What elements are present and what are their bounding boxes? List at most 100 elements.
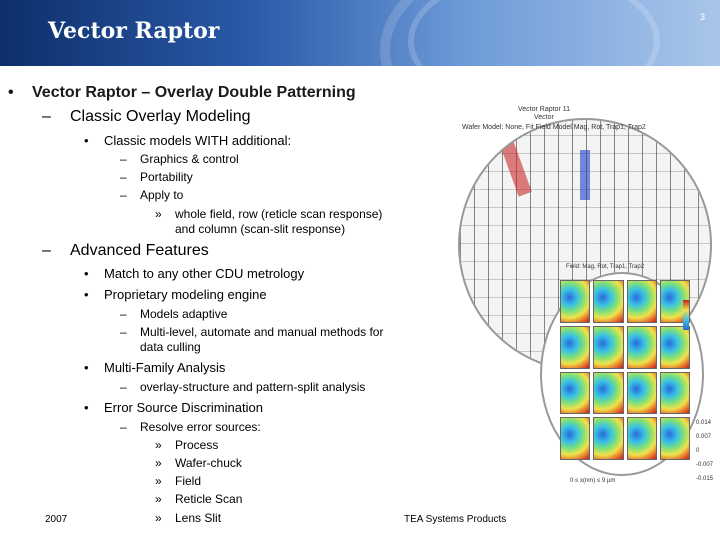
brand-label: TEA Systems — [624, 84, 704, 97]
field-heatmap-cell — [593, 371, 624, 415]
field-heatmap-cell — [560, 371, 591, 415]
field-heatmap-cell — [593, 417, 624, 460]
source-item-3: » Field — [155, 474, 201, 488]
dash-mark: – — [42, 242, 51, 259]
error-source-text: Error Source Discrimination — [104, 400, 263, 415]
classic-heading-text: Classic Overlay Modeling — [70, 108, 251, 125]
source-text: Process — [175, 438, 219, 452]
multifamily-sub-text: overlay-structure and pattern-split anal… — [140, 380, 366, 394]
bullet-mark: • — [84, 133, 89, 148]
dash-mark: – — [120, 188, 127, 202]
dash-mark: – — [120, 420, 127, 434]
apply-to-line-2: and column (scan-slit response) — [175, 222, 346, 236]
field-heatmap-grid — [560, 280, 690, 460]
field-heatmap-cell — [560, 325, 591, 369]
field-heatmap-cell — [659, 417, 690, 460]
classic-sub-text: Classic models WITH additional: — [104, 133, 292, 148]
scale-label: 0.007 — [696, 434, 712, 440]
banner-decoration-2 — [408, 0, 660, 66]
classic-sub: • Classic models WITH additional: — [84, 133, 291, 148]
classic-item-1: –Graphics & control — [120, 152, 239, 166]
footer-year: 2007 — [45, 514, 68, 525]
bullet-mark: • — [84, 400, 89, 415]
field-heatmap-cell — [560, 280, 591, 323]
bullet-mark: • — [84, 266, 89, 281]
source-text: Reticle Scan — [175, 492, 243, 506]
multifamily-sub: –overlay-structure and pattern-split ana… — [120, 380, 365, 394]
classic-item-text: Portability — [140, 170, 193, 184]
title-banner — [0, 0, 720, 66]
adv-item-2: • Proprietary modeling engine — [84, 287, 267, 302]
source-text: Wafer-chuck — [175, 456, 242, 470]
figure-title-line-2: Vector — [534, 114, 554, 121]
resolve-item: –Resolve error sources: — [120, 420, 261, 434]
main-bullet: • Vector Raptor – Overlay Double Patterni… — [8, 84, 356, 102]
adv-item-text: Proprietary modeling engine — [104, 287, 267, 302]
bullet-mark: • — [84, 360, 89, 375]
source-text: Field — [175, 474, 202, 488]
multifamily-item: •Multi-Family Analysis — [84, 360, 225, 375]
adv-item-text: Match to any other CDU metrology — [104, 266, 305, 281]
source-item-4: » Reticle Scan — [155, 492, 242, 506]
dash-mark: – — [120, 152, 127, 166]
figure-title-line-1: Vector Raptor 11 — [518, 106, 571, 113]
main-bullet-text: Vector Raptor – Overlay Double Patternin… — [32, 84, 356, 101]
dash-mark: – — [120, 170, 127, 184]
dash-mark: – — [120, 325, 127, 339]
engine-item-text: Models adaptive — [140, 307, 228, 321]
advanced-heading-text: Advanced Features — [70, 242, 209, 259]
field-heatmap-cell — [626, 280, 657, 323]
field-heatmap-cell — [659, 371, 690, 415]
scale-label: -0.015 — [696, 476, 714, 482]
classic-item-text: Graphics & control — [140, 152, 239, 166]
field-map-caption: Field: Mag, Rot, Trap1, Trap2 — [566, 264, 645, 270]
error-vector-cluster-blue — [580, 150, 590, 200]
error-source-item: • Error Source Discrimination — [84, 400, 263, 415]
source-item-5: » Lens Slit — [155, 511, 221, 525]
chevron-mark: » — [155, 207, 162, 221]
field-heatmap-cell — [659, 325, 690, 369]
source-text: Lens Slit — [175, 511, 222, 525]
slide-title: Vector Raptor — [48, 18, 220, 44]
engine-item-1: –Models adaptive — [120, 307, 227, 321]
dash-mark: – — [120, 307, 127, 321]
figure-title-line-3: Wafer Model: None, Fit Field Model Mag, … — [462, 124, 646, 131]
engine-item-text: Multi-level, automate and manual methods… — [140, 325, 384, 339]
engine-item-2: –Multi-level, automate and manual method… — [120, 325, 383, 339]
classic-item-text: Apply to — [140, 188, 184, 202]
banner-decoration — [380, 0, 720, 66]
chevron-mark: » — [155, 438, 162, 452]
page-number: 3 — [700, 12, 706, 22]
axis-caption: 0 ≤ x(nm) ≤ 9 µm — [570, 478, 616, 484]
bullet-mark: • — [8, 84, 14, 101]
footer-company: TEA Systems Products — [404, 514, 507, 525]
chevron-mark: » — [155, 474, 162, 488]
classic-item-3: –Apply to — [120, 188, 183, 202]
chevron-mark: » — [155, 456, 162, 470]
field-heatmap-cell — [626, 417, 657, 460]
classic-item-2: –Portability — [120, 170, 193, 184]
engine-item-3: data culling — [140, 340, 201, 354]
scale-label: 0.014 — [696, 420, 712, 426]
dash-mark: – — [42, 108, 51, 125]
field-heatmap-cell — [593, 325, 624, 369]
scale-label: 0 — [696, 448, 700, 454]
chevron-mark: » — [155, 492, 162, 506]
apply-to-text: whole field, row (reticle scan response) — [175, 207, 383, 221]
scale-label: -0.007 — [696, 462, 714, 468]
classic-heading: – Classic Overlay Modeling — [42, 108, 251, 126]
source-item-1: » Process — [155, 438, 218, 452]
adv-item-1: • Match to any other CDU metrology — [84, 266, 304, 281]
color-scale-bar — [683, 300, 689, 330]
bullet-mark: • — [84, 287, 89, 302]
field-heatmap-cell — [626, 325, 657, 369]
advanced-heading: – Advanced Features — [42, 242, 209, 260]
field-heatmap-cell — [626, 371, 657, 415]
color-scale-labels: 0.014 0.007 0 -0.007 -0.015 — [696, 420, 718, 500]
apply-to-line-1: » whole field, row (reticle scan response… — [155, 207, 382, 221]
field-heatmap-cell — [560, 417, 591, 460]
chevron-mark: » — [155, 511, 162, 525]
field-heatmap-cell — [593, 280, 624, 323]
resolve-text: Resolve error sources: — [140, 420, 261, 434]
dash-mark: – — [120, 380, 127, 394]
